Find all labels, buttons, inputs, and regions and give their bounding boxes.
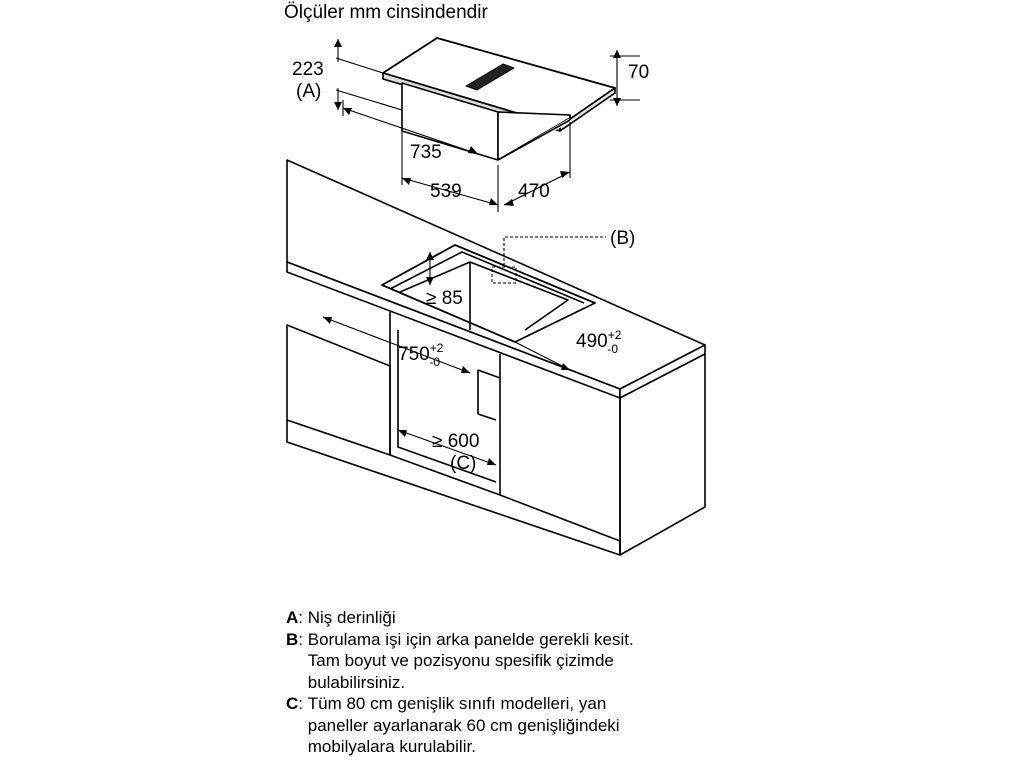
ref-b-label: (B) <box>610 228 635 249</box>
width-label: 735 <box>410 142 442 163</box>
cutout-depth-value: 490 <box>576 331 608 352</box>
ref-c-label: (C) <box>450 453 476 474</box>
legend-text: Borulama işi için arka panelde gerekli k… <box>307 629 634 692</box>
cutout-width-tol-plus: +2 <box>430 341 444 355</box>
depth-470-label: 470 <box>518 181 550 202</box>
unit-note: Ölçüler mm cinsindendir <box>284 2 488 23</box>
depth-label: 223 <box>292 59 324 80</box>
cooktop-appliance <box>382 37 616 163</box>
cutout-depth-tol-minus: -0 <box>607 342 618 356</box>
installation-diagram: 223 (A) 70 735 539 470 (B) ≥ 85 750+2-0 … <box>286 37 706 556</box>
cutout-width-tol-minus: -0 <box>429 355 440 369</box>
cabinet-min-label: ≥ 600 <box>432 431 479 452</box>
legend-item-c: C: Tüm 80 cm genişlik sınıfı modelleri, … <box>286 694 620 756</box>
countertop-cabinet <box>286 159 706 556</box>
cutout-width-label: 750+2-0 <box>398 341 444 369</box>
min-gap-label: ≥ 85 <box>426 288 463 309</box>
legend-text: Tüm 80 cm genişlik sınıfı modelleri, yan… <box>307 694 620 756</box>
cutout-depth-label: 490+2-0 <box>576 328 622 356</box>
cutout-width-value: 750 <box>398 344 430 365</box>
legend-text: Niş derinliği <box>307 608 396 627</box>
legend: A: Niş derinliği B: Borulama işi için ar… <box>286 607 906 758</box>
depth-ref: (A) <box>296 81 321 102</box>
height-label: 70 <box>628 62 649 83</box>
legend-item-b: B: Borulama işi için arka panelde gerekl… <box>286 629 634 692</box>
legend-key: B <box>286 629 299 649</box>
legend-key: A <box>286 608 299 627</box>
legend-item-a: A: Niş derinliği <box>286 608 396 627</box>
inner-width-label: 539 <box>430 181 462 202</box>
legend-key: C <box>286 694 299 713</box>
cutout-depth-tol-plus: +2 <box>608 328 622 342</box>
